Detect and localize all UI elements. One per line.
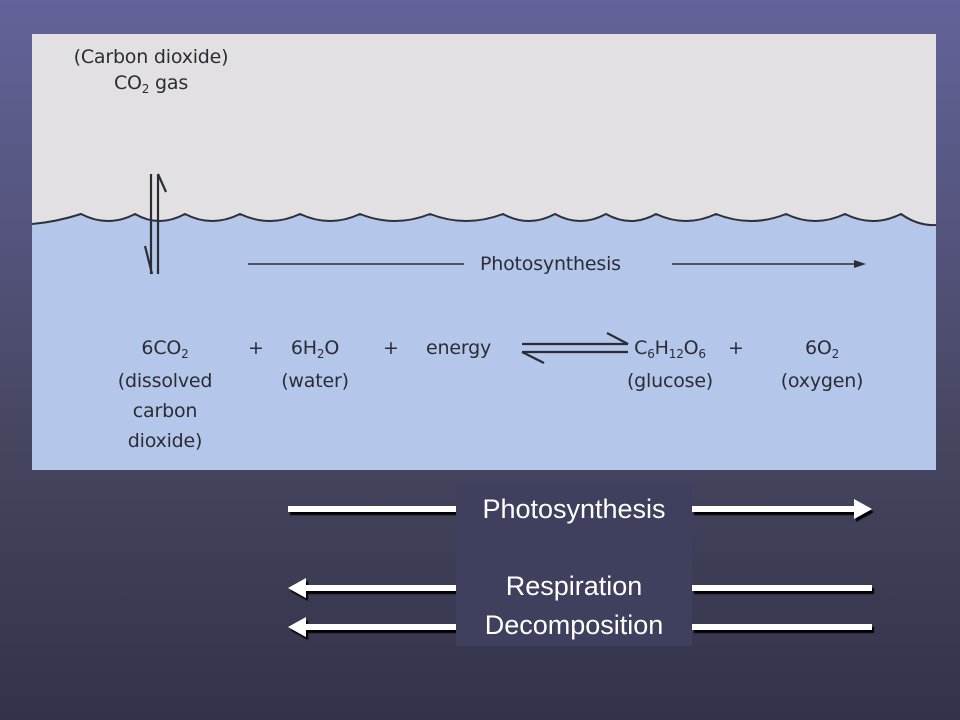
term-name-line: (water)	[281, 370, 349, 392]
term-name-line: dioxide)	[127, 430, 203, 452]
formula-subscript: 12	[668, 347, 684, 361]
term-name-line: carbon	[132, 400, 198, 422]
term-coefficient: 6	[141, 337, 154, 359]
formula-text: O	[683, 337, 699, 359]
air-label-formula: CO2 gas	[60, 72, 242, 96]
decomposition-left-arrow-icon	[288, 617, 872, 637]
term-formula: energy	[426, 339, 491, 358]
reactant-co2: 6CO2 (dissolved carbon dioxide)	[110, 339, 220, 451]
reactant-h2o: 6H2O (water)	[270, 339, 360, 391]
process-label-decomposition: Decomposition	[484, 610, 664, 640]
co2-formula-subscript: 2	[141, 82, 150, 96]
co2-formula-suffix: gas	[149, 72, 189, 94]
air-label-name: (Carbon dioxide)	[73, 46, 229, 68]
double-vertical-arrow-icon	[143, 173, 168, 275]
photosynthesis-figure-label: Photosynthesis	[480, 253, 621, 275]
term-coefficient: 6	[804, 337, 817, 359]
formula-subscript: 6	[647, 347, 655, 361]
process-label-respiration: Respiration	[505, 571, 643, 601]
equilibrium-arrow-icon	[521, 332, 629, 364]
formula-text: C	[634, 337, 648, 359]
formula-subscript: 2	[316, 347, 325, 361]
figure-panel: (Carbon dioxide) CO2 gas Photosynthesis …	[32, 34, 936, 470]
formula-text: H	[302, 337, 317, 359]
plus-sign: +	[383, 337, 399, 359]
co2-formula-main: CO	[113, 72, 142, 94]
water-surface-line	[32, 212, 936, 227]
formula-text: O	[324, 337, 340, 359]
formula-subscript: 2	[181, 347, 189, 361]
formula-subscript: 2	[831, 347, 840, 361]
term-formula: 6H2O	[270, 337, 360, 361]
plus-sign: +	[728, 337, 744, 359]
term-formula: 6O2	[772, 337, 872, 361]
product-oxygen: 6O2 (oxygen)	[772, 339, 872, 391]
term-formula: 6CO2	[110, 337, 220, 361]
process-label-photosynthesis: Photosynthesis	[482, 494, 666, 524]
reactant-energy: energy	[426, 339, 491, 358]
formula-text: CO	[153, 337, 182, 359]
term-formula: C6H12O6	[620, 337, 720, 361]
term-name-line: (oxygen)	[780, 370, 864, 392]
term-coefficient: 6	[290, 337, 303, 359]
photosynthesis-figure-arrow-icon	[248, 260, 866, 268]
plus-sign: +	[248, 337, 264, 359]
water-area	[32, 214, 936, 470]
term-name-line: (dissolved	[117, 370, 213, 392]
figure-background	[32, 173, 936, 470]
term-name-line: (glucose)	[626, 370, 714, 392]
process-label-box: Photosynthesis Respiration Decomposition	[456, 486, 692, 646]
formula-text: energy	[426, 337, 492, 359]
formula-text: H	[654, 337, 669, 359]
formula-subscript: 6	[698, 347, 706, 361]
product-glucose: C6H12O6(glucose)	[620, 339, 720, 391]
formula-text: O	[816, 337, 832, 359]
photosynthesis-right-arrow-icon	[288, 499, 872, 519]
respiration-left-arrow-icon	[288, 578, 872, 598]
air-label: (Carbon dioxide) CO2 gas	[60, 46, 242, 96]
